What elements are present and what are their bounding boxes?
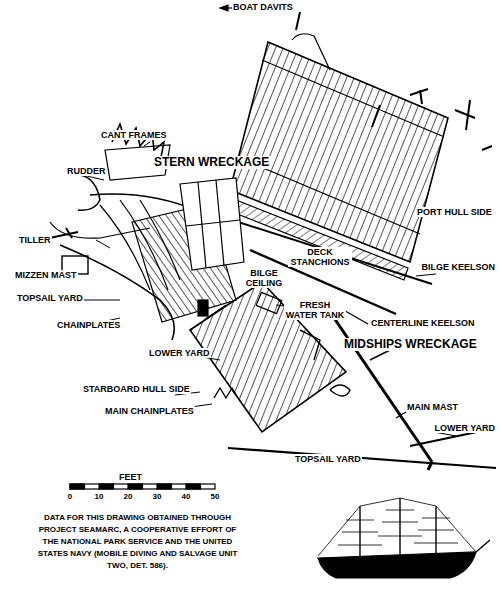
scale-number: 10 (94, 492, 105, 502)
scale-number: 50 (210, 492, 221, 502)
part-label: TILLER (18, 235, 52, 245)
part-label: FRESH WATER TANK (284, 300, 346, 320)
area-label: STERN WRECKAGE (153, 156, 270, 169)
part-label: BILGE KEELSON (420, 262, 496, 272)
part-label: CANT FRAMES (100, 130, 168, 140)
area-label: MIDSHIPS WRECKAGE (343, 338, 478, 351)
part-label: MAIN CHAINPLATES (104, 406, 195, 416)
part-label: LOWER YARD (148, 348, 211, 358)
part-label: PORT HULL SIDE (416, 207, 493, 217)
part-label: MAIN MAST (406, 402, 459, 412)
scale-number: 30 (152, 492, 163, 502)
part-label: CHAINPLATES (56, 320, 121, 330)
part-label: FEET (118, 472, 143, 482)
part-label: STARBOARD HULL SIDE (82, 384, 191, 394)
source-caption: DATA FOR THIS DRAWING OBTAINED THROUGH P… (30, 512, 245, 572)
part-label: CENTERLINE KEELSON (370, 318, 476, 328)
part-label: LOWER YARD (433, 423, 496, 433)
scale-number: 40 (181, 492, 192, 502)
part-label: TOPSAIL YARD (294, 454, 362, 464)
scale-number: 0 (67, 492, 73, 502)
part-label: RUDDER (66, 166, 107, 176)
part-label: TOPSAIL YARD (16, 293, 84, 303)
part-label: BOAT DAVITS (232, 2, 294, 12)
scale-number: 20 (123, 492, 134, 502)
part-label: DECK STANCHIONS (288, 247, 352, 267)
part-label: MIZZEN MAST (14, 270, 78, 280)
part-label: BILGE CEILING (242, 268, 286, 288)
